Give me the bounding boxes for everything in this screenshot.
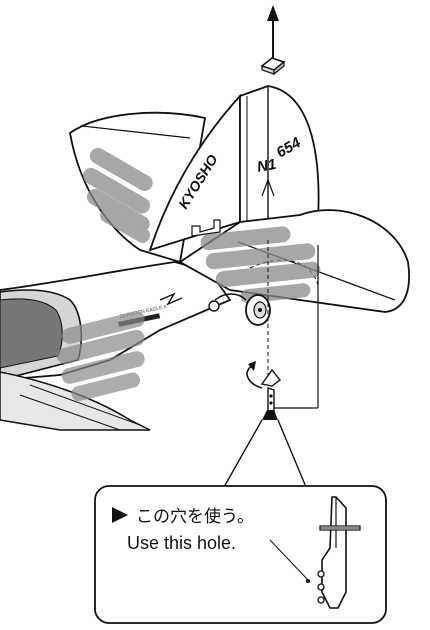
- hand-shadow-left-stab: [82, 147, 153, 243]
- tail-wheel: [208, 293, 271, 326]
- callout-leader: [223, 419, 307, 488]
- bracket-detail: [317, 496, 361, 609]
- fuselage: CHRISTEN EAGLE II: [0, 261, 232, 431]
- callout-box: この穴を使う。 Use this hole.: [94, 485, 387, 624]
- registration-left: N1: [256, 156, 278, 176]
- callout-jp-text: この穴を使う。: [136, 506, 254, 527]
- hand-shadow-fuselage: [56, 311, 145, 402]
- callout-en-text: Use this hole.: [127, 533, 236, 553]
- right-triangle-icon: [112, 507, 128, 523]
- tail-bracket: [246, 240, 319, 420]
- small-cap-part: [260, 57, 286, 76]
- remove-arrow: [267, 5, 279, 60]
